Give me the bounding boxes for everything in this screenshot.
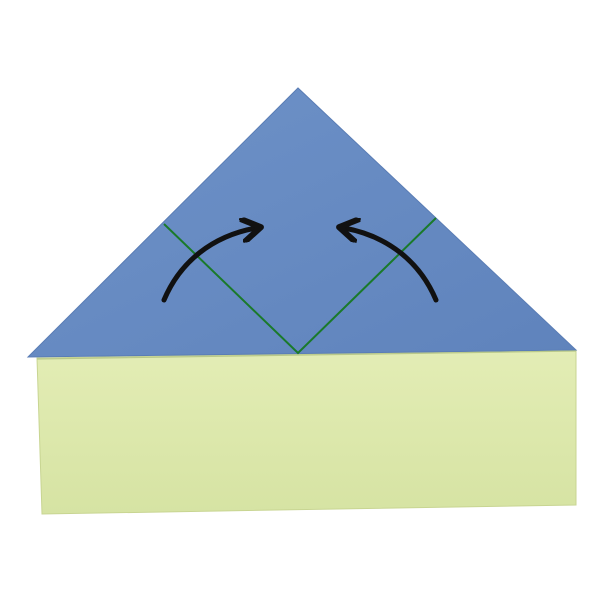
curved-arrow-up-right-icon: [161, 228, 256, 303]
paper-triangle-flap: [26, 87, 578, 358]
paper-bottom-strip: [36, 349, 577, 515]
valley-fold-lines: [163, 217, 437, 355]
strip-top-crease: [36, 350, 577, 360]
curved-arrow-up-left-icon: [344, 228, 439, 303]
